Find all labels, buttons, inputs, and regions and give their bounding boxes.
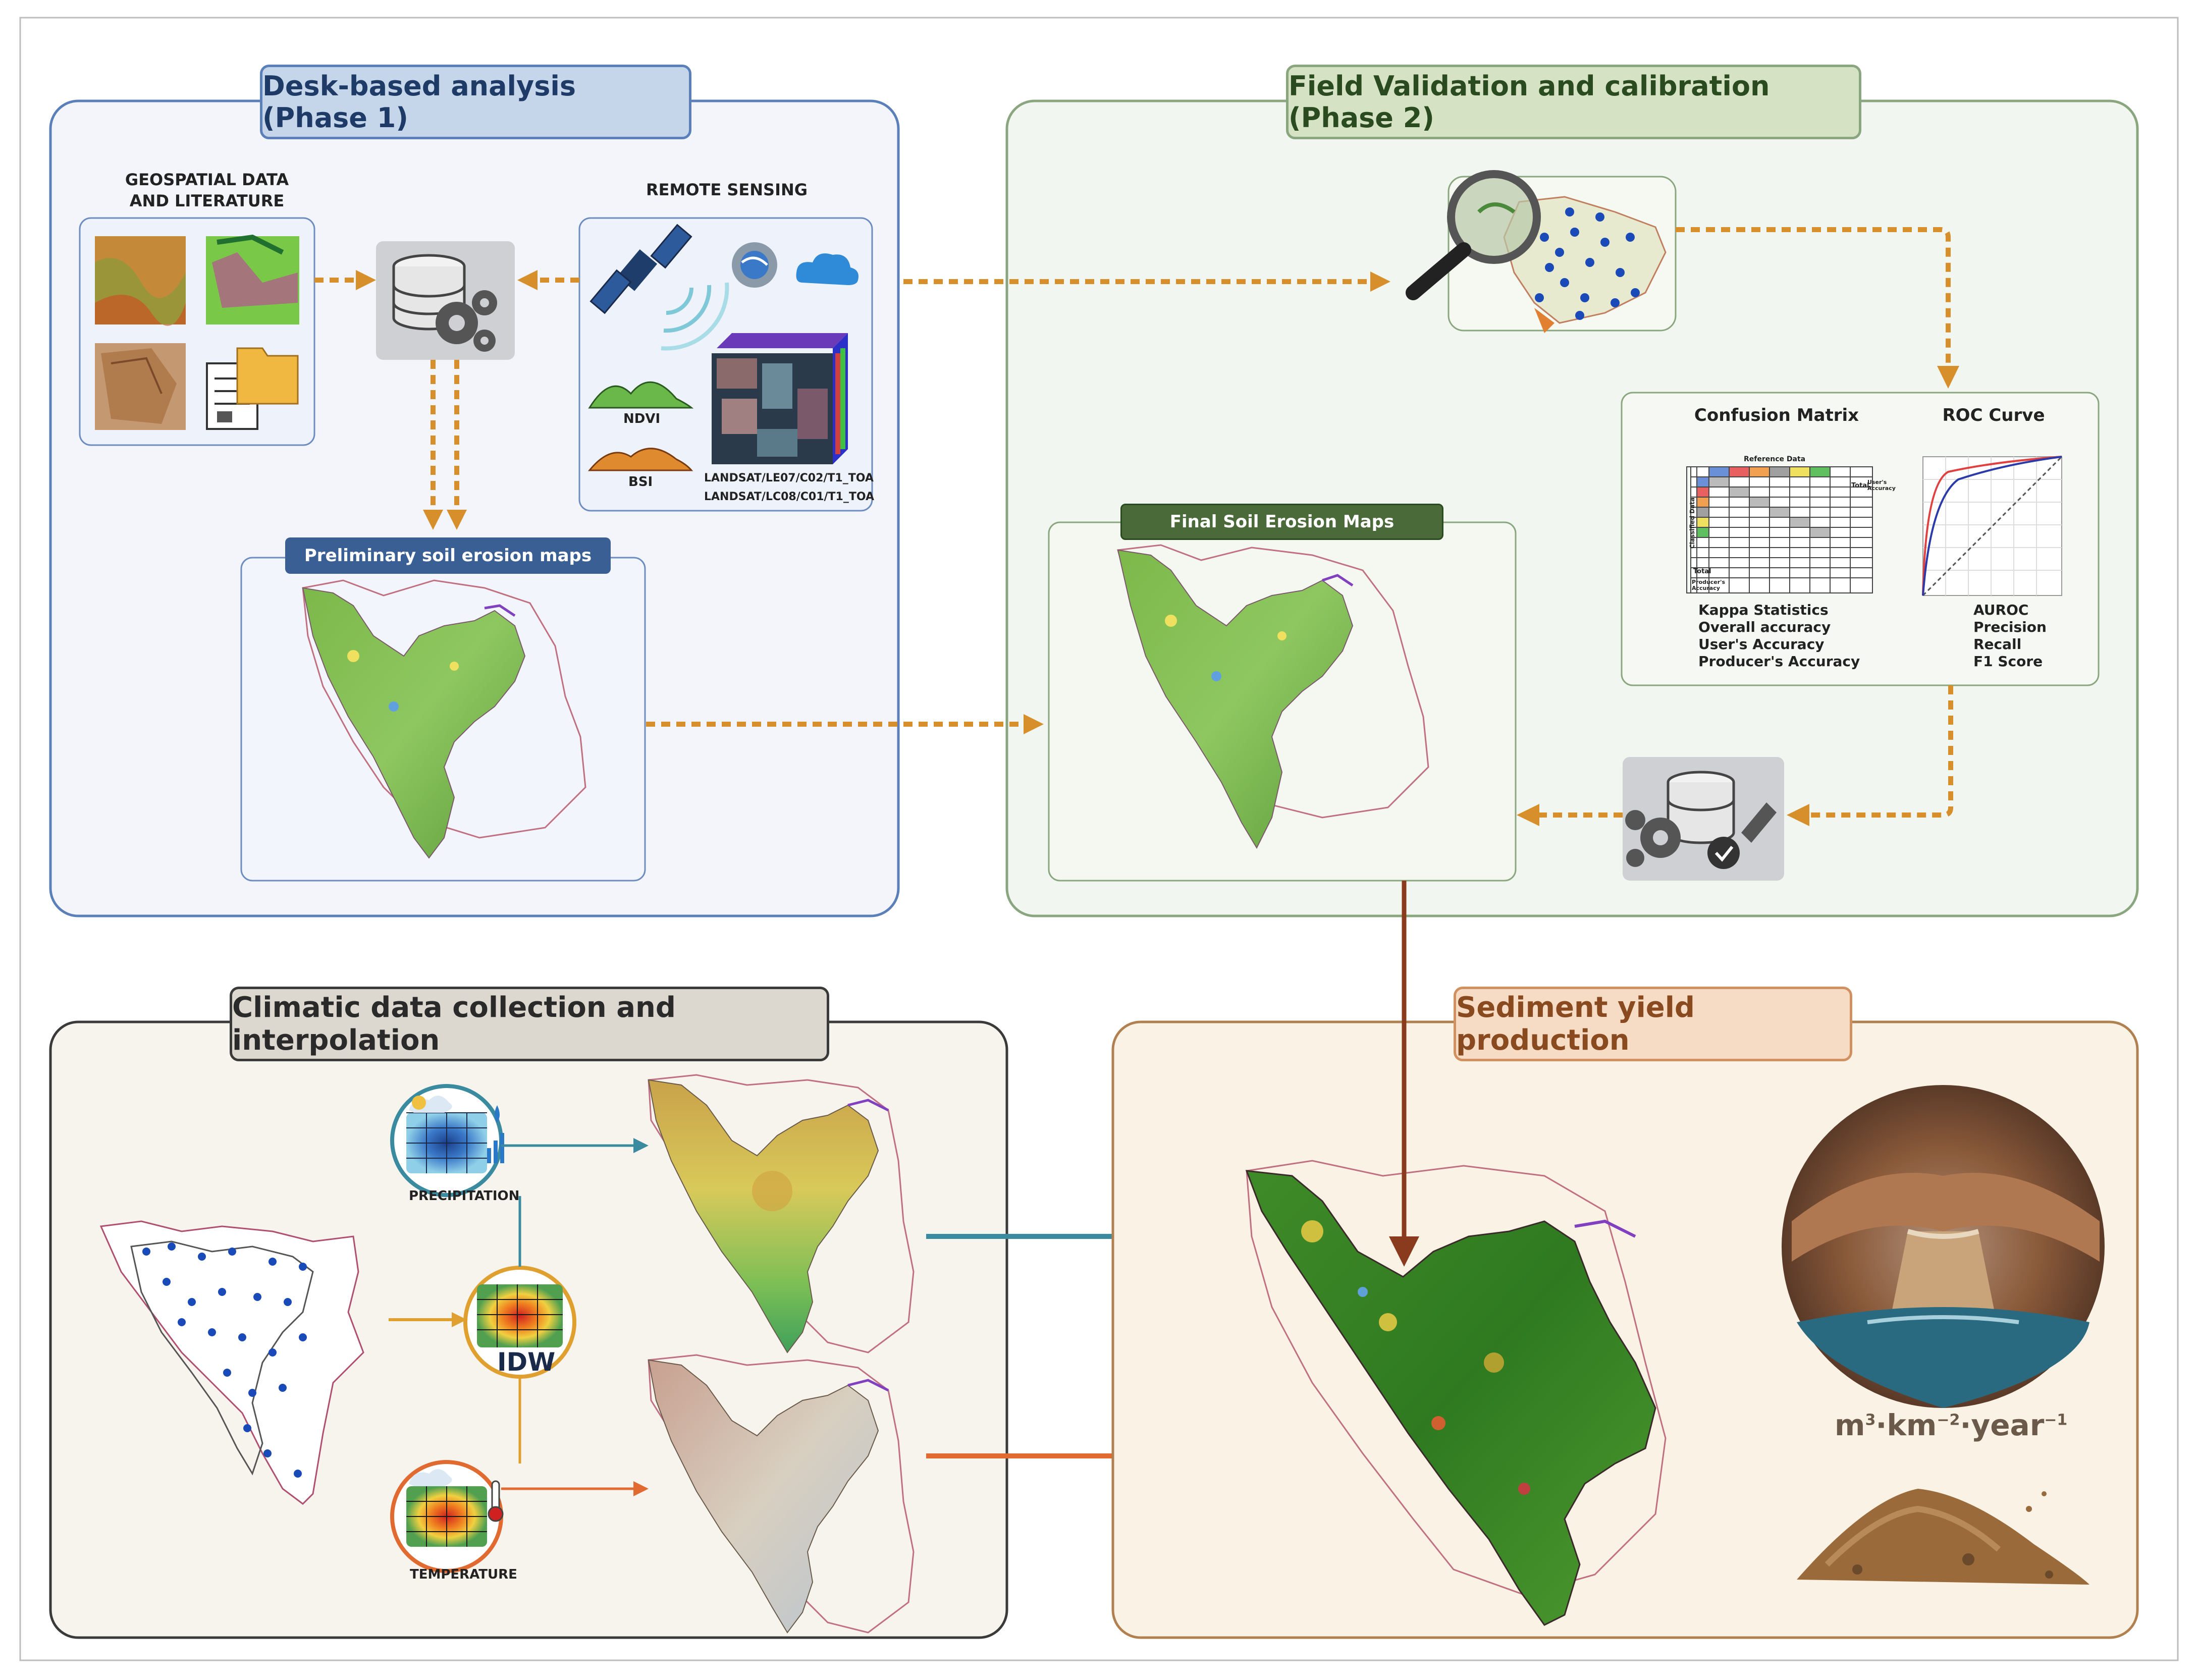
- precipitation-map: [648, 1074, 915, 1353]
- ndvi-icon: [588, 381, 694, 409]
- sediment-unit-label: m3·km−2·year−1: [1835, 1408, 2068, 1442]
- climate-connectors: [389, 1138, 649, 1496]
- folder-icon: [236, 347, 299, 405]
- confusion-matrix-title: Confusion Matrix: [1694, 405, 1859, 425]
- final-to-sediment-arrowhead: [1389, 1236, 1419, 1267]
- waterfall-erosion-image: [1782, 1085, 2105, 1408]
- cm-reference-header: Reference Data: [1744, 455, 1806, 463]
- cloud-icon: [796, 253, 859, 285]
- outer-frame: [19, 17, 2179, 1661]
- dotted-arrowheads: [356, 270, 1959, 826]
- cm-total-col: Total: [1851, 482, 1869, 490]
- sediment-yield-map: [1245, 1160, 1667, 1626]
- metric-recall: Recall: [1973, 636, 2022, 653]
- geospatial-label: GEOSPATIAL DATA AND LITERATURE: [125, 170, 289, 210]
- bsi-icon: [587, 448, 693, 471]
- phase2-title: Field Validation and calibration (Phase …: [1286, 65, 1861, 139]
- roc-curve-title: ROC Curve: [1942, 405, 2045, 425]
- metric-kappa: Kappa Statistics: [1698, 602, 1829, 618]
- satellite-icon: [589, 224, 729, 351]
- confusion-matrix-colors: [1697, 467, 1830, 537]
- preliminary-soil-erosion-map: [302, 579, 586, 859]
- idw-label: IDW: [497, 1347, 556, 1377]
- soil-pile-image: [1797, 1489, 2089, 1585]
- metric-f1: F1 Score: [1973, 653, 2043, 670]
- cm-classified-axis: Classified Data: [1689, 497, 1696, 549]
- landsat-cube-icon: [712, 333, 848, 464]
- sample-points: [1535, 207, 1640, 320]
- metric-producers: Producer's Accuracy: [1698, 653, 1860, 670]
- landsat-label-2: LANDSAT/LC08/C01/T1_TOA: [704, 491, 874, 503]
- metric-precision: Precision: [1973, 619, 2047, 635]
- metric-auroc: AUROC: [1973, 602, 2029, 618]
- magnifier-icon: [1406, 170, 1541, 300]
- idw-icon: [463, 1266, 576, 1379]
- phase1-title: Desk-based analysis (Phase 1): [260, 65, 691, 139]
- precipitation-label: PRECIPITATION: [409, 1188, 520, 1204]
- preliminary-maps-title: Preliminary soil erosion maps: [285, 537, 611, 574]
- temperature-icon: [390, 1460, 504, 1573]
- bsi-label: BSI: [628, 474, 653, 490]
- confusion-metrics-list: Kappa Statistics Overall accuracy User's…: [1698, 602, 1860, 670]
- sediment-title: Sediment yield production: [1454, 987, 1852, 1061]
- dotted-flow-arrows: [314, 227, 1953, 818]
- roc-metrics-list: AUROC Precision Recall F1 Score: [1973, 602, 2047, 670]
- cm-total-row: Total: [1693, 568, 1711, 575]
- metric-overall: Overall accuracy: [1698, 619, 1831, 635]
- weather-station-map: [99, 1220, 364, 1505]
- metric-users: User's Accuracy: [1698, 636, 1825, 653]
- ndvi-label: NDVI: [623, 411, 661, 426]
- final-soil-erosion-map: [1117, 544, 1429, 849]
- remote-sensing-label: REMOTE SENSING: [646, 180, 808, 199]
- climate-title: Climatic data collection and interpolati…: [230, 987, 829, 1061]
- final-maps-title: Final Soil Erosion Maps: [1120, 504, 1443, 540]
- temperature-map: [648, 1354, 915, 1634]
- sampling-area-map: [1503, 196, 1667, 324]
- cm-producer-row: Producer's Accuracy: [1692, 579, 1726, 591]
- landsat-label-1: LANDSAT/LE07/C02/T1_TOA: [704, 472, 874, 484]
- temperature-label: TEMPERATURE: [410, 1567, 517, 1582]
- precipitation-icon: [390, 1084, 504, 1197]
- cm-users-col: User's Accuracy: [1867, 479, 1896, 492]
- roc-curve-chart: [1922, 456, 2063, 597]
